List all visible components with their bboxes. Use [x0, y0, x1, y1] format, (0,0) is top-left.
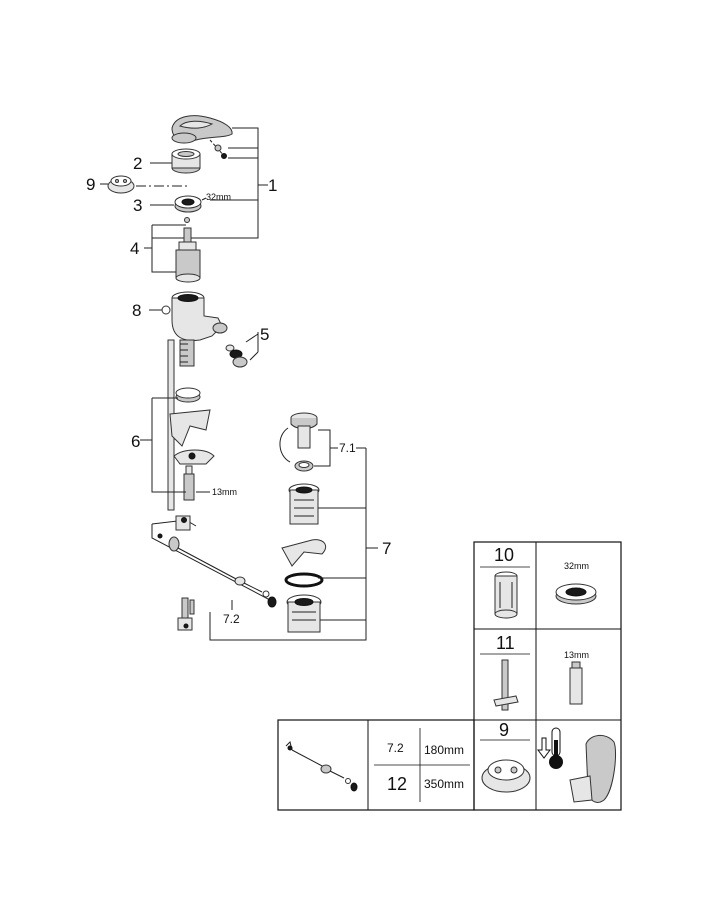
- waste-flange: [288, 483, 320, 525]
- socket-tool-10: [494, 571, 518, 619]
- callout-1: 1: [268, 176, 277, 195]
- t-wrench-11: [493, 659, 519, 711]
- rod-12-number: 12: [387, 774, 407, 794]
- grub-screw: [209, 139, 227, 159]
- callout-2: 2: [133, 154, 142, 173]
- bracket-5: [245, 332, 259, 361]
- tool-table: [473, 541, 622, 811]
- callout-9: 9: [86, 175, 95, 194]
- tool-9-number: 9: [499, 720, 509, 740]
- bracket-4: [144, 224, 186, 273]
- callout-5: 5: [260, 325, 269, 344]
- lever-handle: [171, 115, 233, 144]
- bracket-1: [152, 127, 268, 239]
- cartridge-nut: [174, 195, 202, 213]
- assembly-tool: [107, 175, 135, 194]
- pop-up-rod-icon: [285, 741, 358, 792]
- tool-11-number: 11: [496, 633, 515, 653]
- tool-11-dimension: 13mm: [564, 650, 589, 660]
- pop-up-linkage: [151, 515, 277, 608]
- callout-7: 7: [382, 539, 391, 558]
- rod-72-number: 7.2: [387, 741, 404, 755]
- callout-3: 3: [133, 196, 142, 215]
- rod-length-table: [277, 719, 475, 811]
- spindle-13mm-icon: [569, 661, 583, 705]
- nut-dimension: 32mm: [206, 192, 231, 202]
- bracket-6: [140, 397, 186, 493]
- callout-7-2: 7.2: [223, 612, 240, 626]
- fixing-nut-plate: [173, 449, 215, 465]
- bracket-7: [318, 507, 378, 640]
- aerator-set: [225, 344, 248, 368]
- callout-6: 6: [131, 432, 140, 451]
- lift-rod-parts: [177, 597, 195, 631]
- cartridge-screw: [184, 217, 190, 223]
- waste-seal-plate: [281, 539, 327, 567]
- callout-7-1: 7.1: [339, 441, 356, 455]
- rod-12-length: 350mm: [424, 777, 464, 791]
- waste-body: [286, 594, 322, 633]
- callout-4: 4: [130, 239, 139, 258]
- bracket-7-1: [314, 429, 338, 467]
- fixing-plate: [169, 409, 211, 447]
- o-ring: [284, 572, 324, 588]
- temperature-limit-icon: [537, 727, 617, 803]
- callout-8: 8: [132, 301, 141, 320]
- washer-6: [175, 387, 201, 403]
- spindle-dimension: 13mm: [212, 487, 237, 497]
- cartridge: [175, 227, 201, 283]
- leader-32mm: [201, 197, 207, 201]
- cap-ring: [171, 148, 201, 174]
- waste-plug: [279, 412, 318, 463]
- mixer-body: [161, 291, 228, 367]
- tool-10-dimension: 32mm: [564, 561, 589, 571]
- plug-seal: [294, 460, 314, 472]
- threaded-spindle: [183, 465, 195, 501]
- nut-32mm-icon: [555, 583, 597, 605]
- rod-72-length: 180mm: [424, 743, 464, 757]
- assembly-tool-9: [481, 759, 531, 793]
- tool-10-number: 10: [494, 545, 514, 565]
